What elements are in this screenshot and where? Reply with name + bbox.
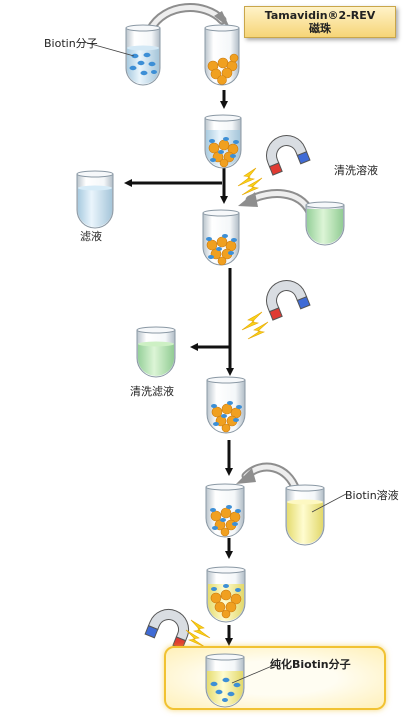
tube-beads-washed [202,209,240,266]
transfer-arrow-top [145,3,230,35]
biotin-solution-label: Biotin溶液 [345,489,399,502]
tube-mixed-1 [204,114,242,169]
lightning-icon [241,311,269,340]
tube-biotin-start [125,24,161,86]
tube-beads-elution [205,483,245,538]
leader-line-purified [231,665,273,684]
tube-filtrate [76,170,114,229]
magnet-icon [266,280,311,321]
purified-result-box [164,646,386,710]
transfer-arrow-biotin [236,462,301,495]
tube-biotin-solution [285,484,325,546]
tube-wash-solution [305,201,345,246]
lightning-icon [237,167,263,196]
tamavidin-label-box: Tamavidin®2-REV 磁珠 [244,6,396,38]
tamavidin-title: Tamavidin®2-REV [264,9,376,22]
wash-solution-label: 清洗溶液 [334,164,378,177]
filtrate-label: 滤液 [80,230,102,243]
tube-eluted-mix [206,566,246,623]
leader-line-biotin [83,41,135,57]
leader-line-biotin-solution [311,493,347,513]
tube-beads [204,24,240,86]
biotin-molecule-label: Biotin分子 [44,37,98,50]
flow-arrows [124,90,234,646]
tube-beads-clean [206,376,246,434]
magnet-icon [266,135,311,176]
tamavidin-subtitle: 磁珠 [309,22,331,35]
tube-wash-filtrate [136,326,176,378]
wash-filtrate-label: 清洗滤液 [130,385,174,398]
purified-biotin-label: 纯化Biotin分子 [270,658,351,671]
tube-purified-biotin [205,653,245,708]
